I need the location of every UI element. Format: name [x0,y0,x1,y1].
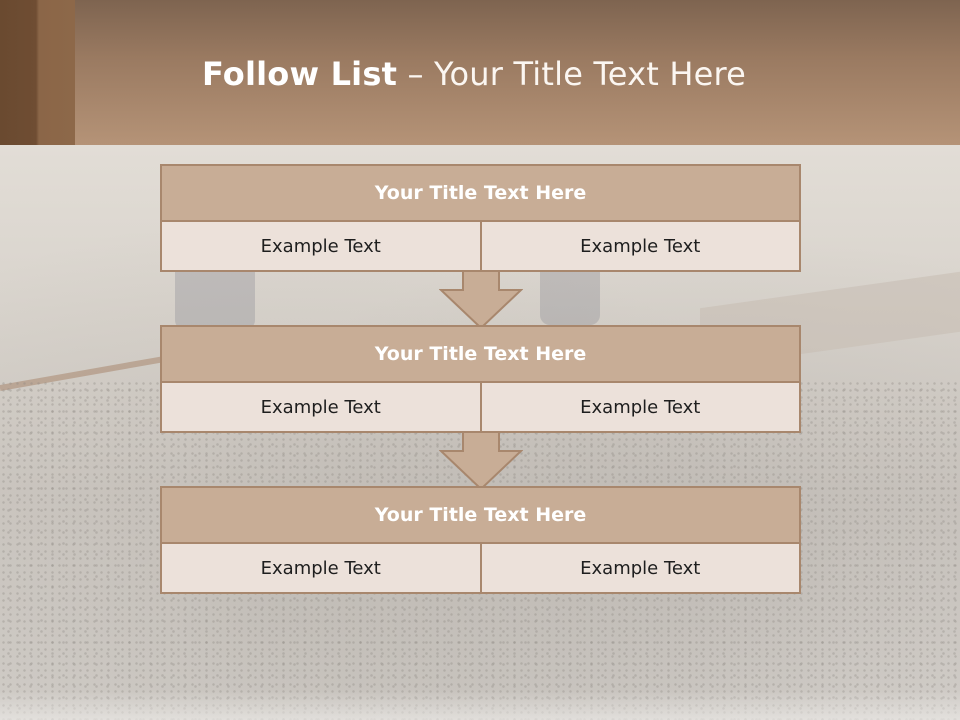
slide-title-bold: Follow List [202,55,398,93]
flow-box-right-cell[interactable]: Example Text [481,383,799,431]
flow-box-2[interactable]: Your Title Text Here Example Text Exampl… [160,325,801,433]
flow-box-title[interactable]: Your Title Text Here [162,166,799,222]
header-accent-bar [0,0,75,145]
flow-box-row: Example Text Example Text [162,222,799,270]
flow-box-3[interactable]: Your Title Text Here Example Text Exampl… [160,486,801,594]
flow-box-1[interactable]: Your Title Text Here Example Text Exampl… [160,164,801,272]
down-arrow-icon [439,270,523,330]
slide-title-rest: – Your Title Text Here [407,55,747,93]
flow-box-left-cell[interactable]: Example Text [162,383,482,431]
flow-box-title[interactable]: Your Title Text Here [162,488,799,544]
flow-box-left-cell[interactable]: Example Text [162,222,482,270]
flow-box-left-cell[interactable]: Example Text [162,544,482,592]
flow-box-row: Example Text Example Text [162,383,799,431]
header-band: Follow List – Your Title Text Here [0,0,960,145]
background-edge [0,690,960,720]
down-arrow-icon [439,431,523,491]
flow-box-right-cell[interactable]: Example Text [481,544,799,592]
flow-box-title[interactable]: Your Title Text Here [162,327,799,383]
slide-title[interactable]: Follow List – Your Title Text Here [202,55,746,93]
flow-box-row: Example Text Example Text [162,544,799,592]
flow-box-right-cell[interactable]: Example Text [481,222,799,270]
